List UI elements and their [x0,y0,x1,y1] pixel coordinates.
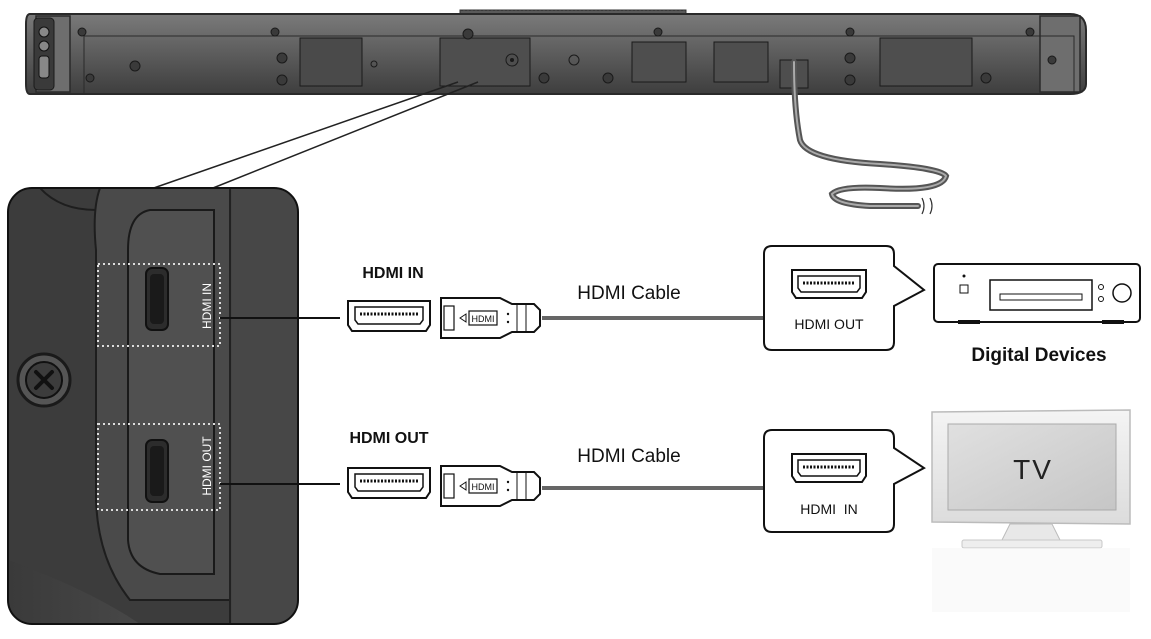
device-port-label: HDMI OUT [794,316,864,332]
plug-text: HDMI [472,314,495,324]
row-hdmi-in: HDMI IN HDMI HDMI Cable HDMI OUT [347,245,1141,366]
row-hdmi-out: HDMI OUT HDMI HDMI Cable HDMI IN [347,409,1131,612]
zoom-line [207,81,479,191]
hdmi-port-icon [791,269,867,299]
device-port-callout: HDMI IN [763,429,926,533]
hdmi-port-icon [347,300,431,332]
tv-icon: TV [931,409,1131,612]
hdmi-port-icon [347,467,431,499]
hdmi-port-icon [791,453,867,483]
panel-label-hdmi-in: HDMI IN [200,283,214,329]
cable-label: HDMI Cable [577,283,680,304]
device-name: Digital Devices [971,345,1106,366]
soundbar [25,9,1087,95]
device-port-callout: HDMI OUT [763,245,926,351]
hdmi-plug-icon: HDMI [440,465,541,507]
port-label-hdmi-in: HDMI IN [362,265,423,282]
port-label-hdmi-out: HDMI OUT [349,430,428,447]
device-port-label: HDMI IN [800,501,858,517]
panel-label-hdmi-out: HDMI OUT [200,436,214,496]
hdmi-plug-icon: HDMI [440,297,541,339]
plug-text: HDMI [472,482,495,492]
cable-label: HDMI Cable [577,446,680,467]
tv-label: TV [1013,454,1053,485]
digital-device-icon [933,263,1141,324]
zoom-line [147,81,459,191]
zoomed-panel: HDMI IN HDMI OUT [7,187,299,625]
